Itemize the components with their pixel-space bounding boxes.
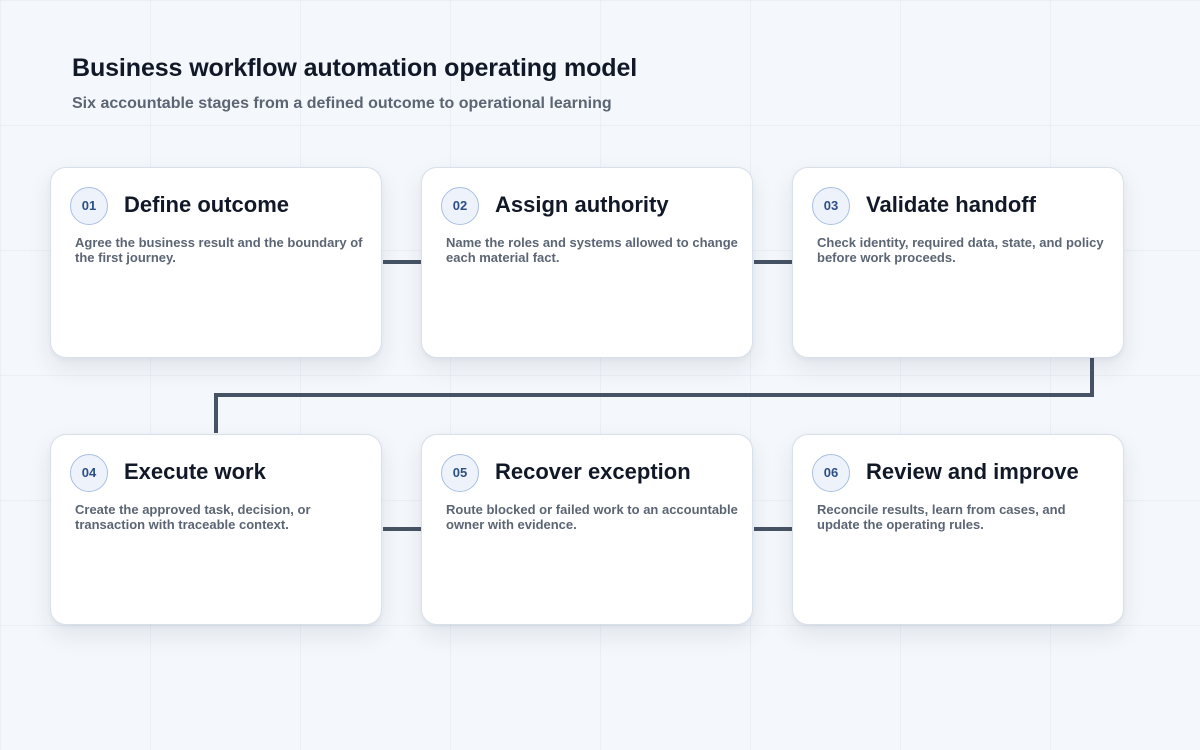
- page-subtitle: Six accountable stages from a defined ou…: [72, 95, 612, 112]
- stage-description: Check identity, required data, state, an…: [817, 235, 1104, 265]
- stage-description: Reconcile results, learn from cases, and…: [817, 502, 1066, 532]
- stage-description: Create the approved task, decision, or t…: [75, 502, 311, 532]
- connector-03-04: [214, 358, 1094, 433]
- stage-title: Review and improve: [866, 459, 1079, 484]
- stage-title: Assign authority: [495, 192, 669, 217]
- stage-description: Agree the business result and the bounda…: [75, 235, 363, 265]
- stage-card-assign-authority: 02 Assign authority Name the roles and s…: [421, 167, 753, 358]
- diagram-header: Business workflow automation operating m…: [72, 52, 637, 114]
- page-title: Business workflow automation operating m…: [72, 54, 638, 82]
- stage-title: Execute work: [124, 459, 266, 484]
- stage-card-validate-handoff: 03 Validate handoff Check identity, requ…: [792, 167, 1124, 358]
- stage-number-badge: 03: [812, 187, 850, 225]
- stage-card-review-and-improve: 06 Review and improve Reconcile results,…: [792, 434, 1124, 625]
- stage-number-badge: 04: [70, 454, 108, 492]
- stage-card-execute-work: 04 Execute work Create the approved task…: [50, 434, 382, 625]
- stage-number-badge: 06: [812, 454, 850, 492]
- stage-card-define-outcome: 01 Define outcome Agree the business res…: [50, 167, 382, 358]
- stage-description: Route blocked or failed work to an accou…: [446, 502, 738, 532]
- stage-title: Validate handoff: [866, 192, 1036, 217]
- stage-number-badge: 02: [441, 187, 479, 225]
- stage-description: Name the roles and systems allowed to ch…: [446, 235, 738, 265]
- stage-card-recover-exception: 05 Recover exception Route blocked or fa…: [421, 434, 753, 625]
- stage-title: Define outcome: [124, 192, 290, 217]
- stage-number-badge: 01: [70, 187, 108, 225]
- stage-number-badge: 05: [441, 454, 479, 492]
- stage-title: Recover exception: [495, 459, 691, 484]
